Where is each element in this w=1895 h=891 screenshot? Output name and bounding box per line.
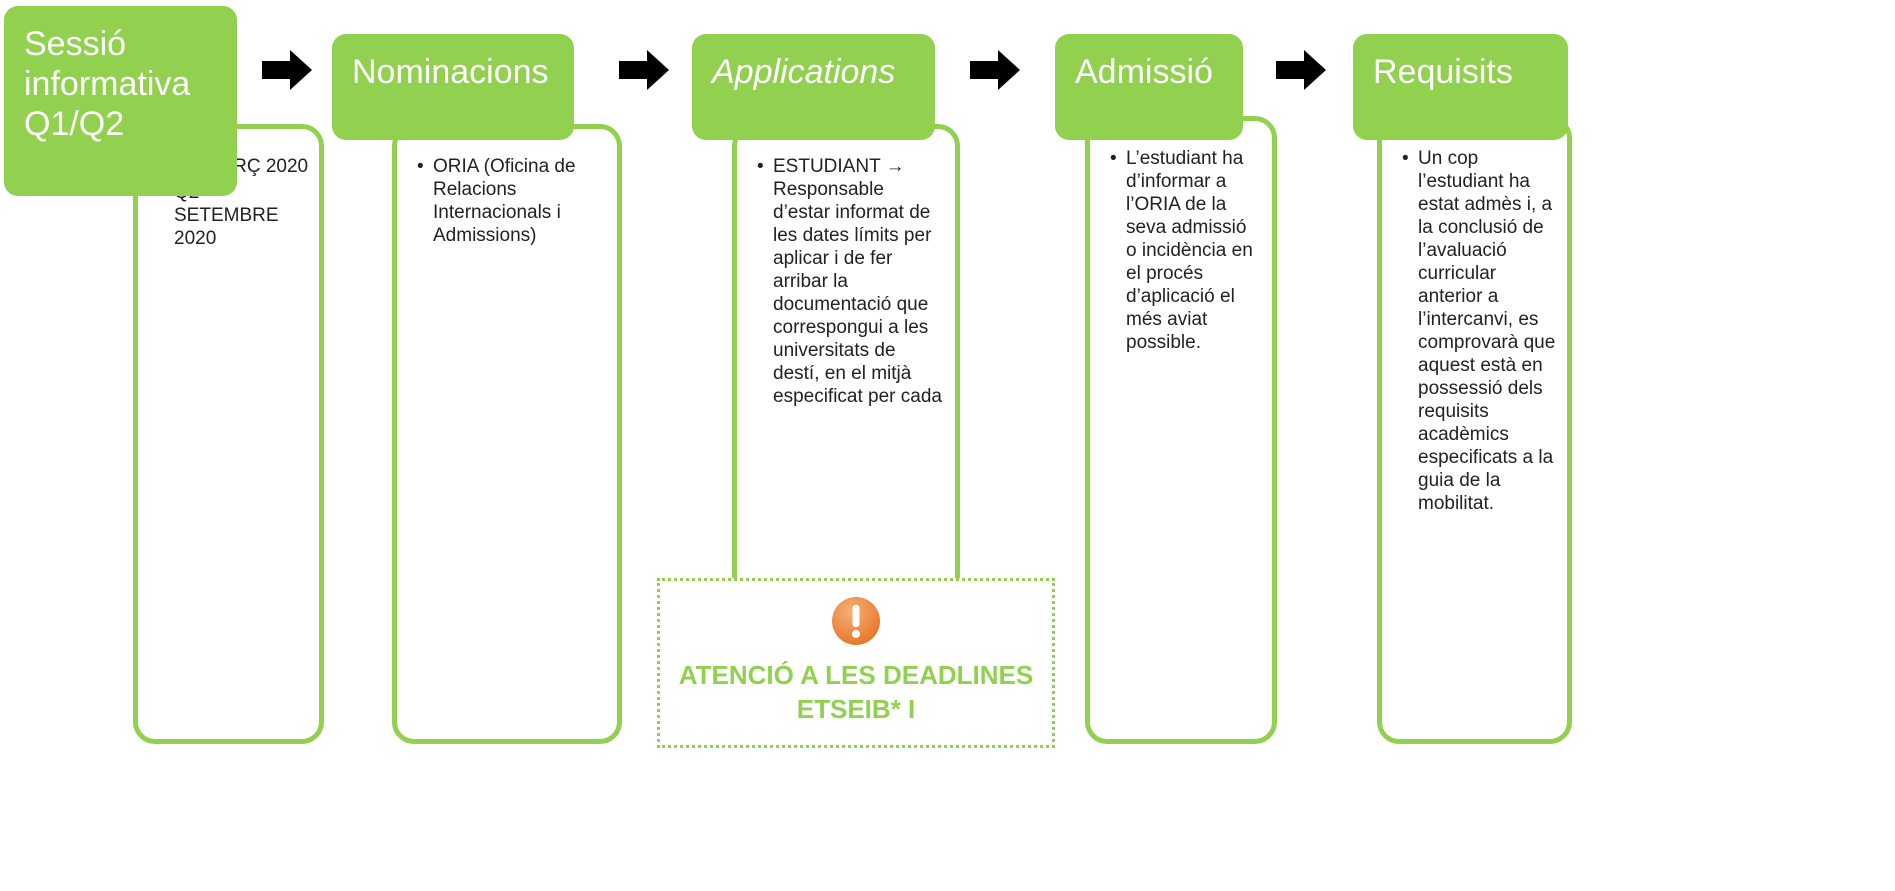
step-3-item-1: ESTUDIANT → Responsable d’estar informat…: [757, 155, 945, 408]
step-2-header: Nominacions: [332, 34, 574, 140]
step-5-body: Un cop l’estudiant ha estat admès i, a l…: [1377, 116, 1572, 744]
warning-text: ATENCIÓ A LES DEADLINES ETSEIB* I: [678, 660, 1034, 724]
step-5-item-1: Un cop l’estudiant ha estat admès i, a l…: [1402, 147, 1557, 515]
step-1-title: Sessió informativa Q1/Q2: [24, 25, 191, 143]
step-4-item-1: L’estudiant ha d’informar a l’ORIA de la…: [1110, 147, 1262, 354]
arrow-right-icon: [619, 50, 669, 90]
arrow-right-icon: [970, 50, 1020, 90]
step-3-header: Applications: [692, 34, 935, 140]
step-4-header: Admissió: [1055, 34, 1243, 140]
step-4-title: Admissió: [1075, 53, 1213, 91]
step-2-body: ORIA (Oficina de Relacions Internacional…: [392, 124, 622, 744]
exclamation-icon: [832, 597, 880, 645]
warning-callout: ATENCIÓ A LES DEADLINES ETSEIB* I: [657, 578, 1055, 748]
step-5-title: Requisits: [1373, 53, 1513, 91]
step-1-body: Q1 MARÇ 2020 Q2 SETEMBRE 2020: [133, 124, 324, 744]
arrow-right-icon: [262, 50, 312, 90]
arrow-right-icon: [1276, 50, 1326, 90]
step-4-body: L’estudiant ha d’informar a l’ORIA de la…: [1085, 116, 1277, 744]
step-3-title: Applications: [712, 53, 896, 91]
step-2-item-1: ORIA (Oficina de Relacions Internacional…: [417, 155, 607, 247]
step-1-header: Sessió informativa Q1/Q2: [4, 6, 237, 196]
step-5-header: Requisits: [1353, 34, 1568, 140]
step-2-title: Nominacions: [352, 53, 549, 91]
